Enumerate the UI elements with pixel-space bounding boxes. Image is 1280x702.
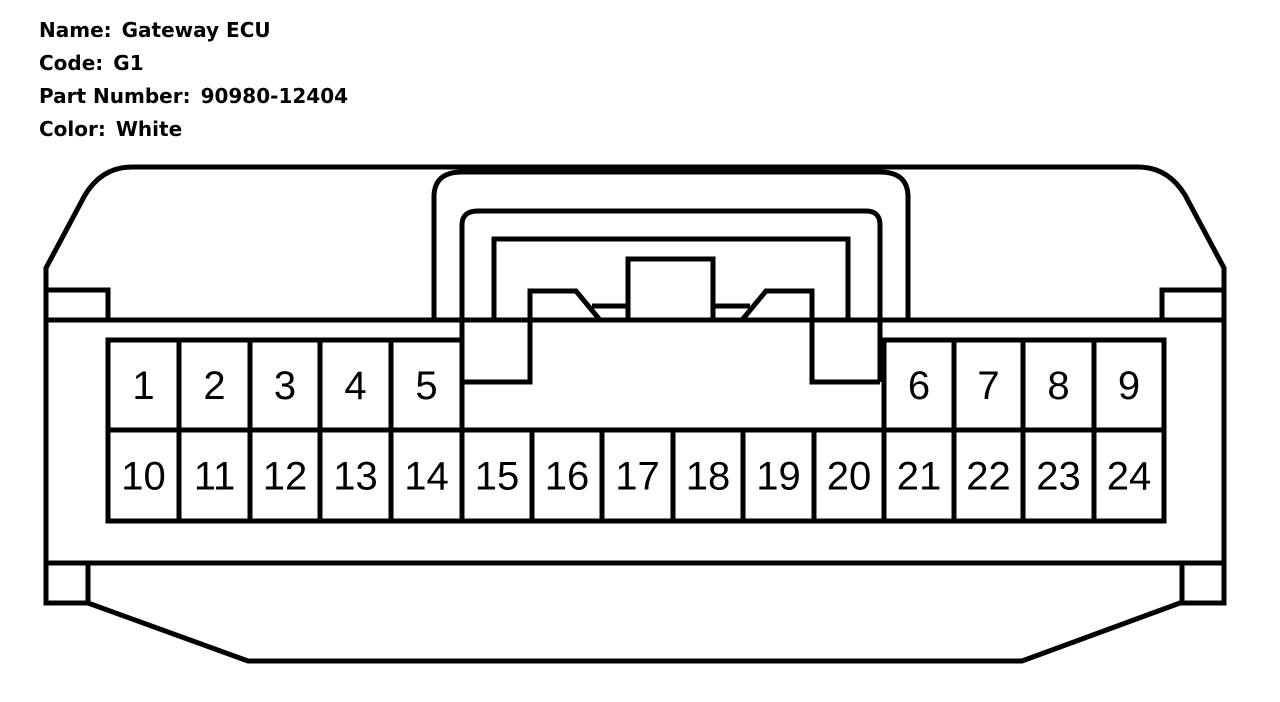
pin-number: 5 (415, 364, 437, 408)
color-label: Color: (39, 117, 106, 141)
part-number-row: Part Number: 90980-12404 (39, 80, 348, 113)
latch-frame (491, 236, 851, 320)
pin-number: 22 (966, 455, 1011, 499)
code-row: Code: G1 (39, 47, 348, 80)
latch-left-arm (462, 288, 602, 385)
pin-number: 11 (194, 455, 236, 499)
name-value: Gateway ECU (121, 18, 271, 42)
part-number-label: Part Number: (39, 84, 191, 108)
pin-number: 1 (132, 364, 154, 408)
pin-cavity (1091, 427, 1167, 524)
pin-number: 18 (686, 455, 731, 499)
part-number-value: 90980-12404 (200, 84, 349, 108)
pin-number: 3 (274, 364, 296, 408)
name-row: Name: Gateway ECU (39, 14, 348, 47)
pin-number: 15 (475, 455, 520, 499)
latch-center-block (625, 256, 716, 323)
pin-number: 2 (203, 364, 225, 408)
pin-number: 4 (344, 364, 366, 408)
pin-number: 17 (615, 455, 660, 499)
code-label: Code: (39, 51, 104, 75)
pin-number: 7 (977, 364, 999, 408)
pin-number: 21 (897, 455, 942, 499)
pin-number: 8 (1047, 364, 1069, 408)
color-row: Color: White (39, 113, 348, 146)
connector-info: Name: Gateway ECU Code: G1 Part Number: 909… (39, 14, 348, 146)
pin-number: 12 (263, 455, 308, 499)
name-label: Name: (39, 18, 112, 42)
pin-number: 20 (827, 455, 872, 499)
code-value: G1 (113, 51, 144, 75)
pin-number: 16 (545, 455, 590, 499)
latch-right-arm (740, 288, 880, 385)
pin-number: 23 (1036, 455, 1081, 499)
pin-number: 13 (333, 455, 378, 499)
lock-tab-inner (459, 208, 883, 382)
color-value: White (115, 117, 183, 141)
lock-tab-outer (431, 169, 911, 320)
left-top-notch (46, 287, 111, 320)
pin-number: 10 (121, 455, 166, 499)
pin-number: 14 (404, 455, 449, 499)
right-top-notch (1159, 287, 1224, 320)
pin-number: 24 (1107, 455, 1152, 499)
pin-number: 19 (756, 455, 801, 499)
pin-number: 9 (1118, 364, 1140, 408)
pin-number: 6 (908, 364, 930, 408)
